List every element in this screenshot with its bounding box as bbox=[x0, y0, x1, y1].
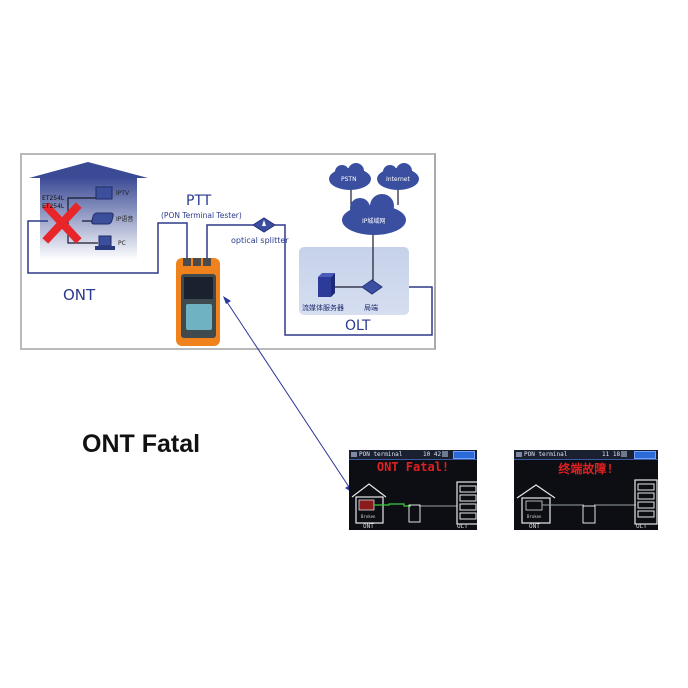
splitter-glyph bbox=[262, 220, 266, 226]
cloud-pstn bbox=[329, 163, 371, 190]
fault-message: 终端故障! bbox=[558, 462, 614, 476]
ptt-title: PTT bbox=[186, 193, 212, 209]
olt-label: OLT bbox=[345, 318, 371, 334]
screen-clock: 10 42 bbox=[423, 451, 442, 458]
tester-screen-chinese: PON terminal 11 18 终端故障! Broken ONT OLT bbox=[514, 450, 658, 530]
phone-icon bbox=[91, 212, 114, 225]
screen-status-bar: PON terminal 10 42 bbox=[349, 450, 477, 460]
switch-label: 局端 bbox=[364, 304, 378, 312]
device-label-iptv: IPTV bbox=[116, 190, 130, 197]
olt-caption: OLT bbox=[636, 523, 647, 530]
cloud-label-internet: Internet bbox=[386, 176, 410, 183]
ont-to-tester-fiber bbox=[27, 220, 188, 274]
ont-caption: ONT bbox=[363, 523, 374, 530]
signal-icon bbox=[621, 451, 627, 457]
pc-icon bbox=[95, 235, 115, 250]
ont-label: ONT bbox=[63, 286, 96, 304]
cloud-internet bbox=[377, 163, 419, 190]
fault-message: ONT Fatal! bbox=[376, 460, 450, 474]
cloud-metro bbox=[342, 194, 406, 235]
page-heading: ONT Fatal bbox=[82, 430, 201, 458]
cloud-label-pstn: PSTN bbox=[341, 176, 357, 183]
server-label: 流媒体服务器 bbox=[302, 304, 344, 312]
app-icon bbox=[516, 452, 522, 457]
modem-label: Broken bbox=[527, 514, 542, 519]
screen-title: PON terminal bbox=[524, 451, 568, 458]
olt-rack-icon bbox=[634, 479, 658, 525]
tv-icon bbox=[95, 186, 113, 200]
ont-house-icon bbox=[516, 484, 556, 499]
screen-title: PON terminal bbox=[359, 451, 403, 458]
ont-model-text: ET254L bbox=[42, 195, 65, 202]
tester-screen bbox=[184, 277, 213, 299]
link-line bbox=[374, 503, 411, 507]
olt-caption: OLT bbox=[457, 523, 468, 530]
battery-icon bbox=[453, 451, 475, 459]
app-icon bbox=[351, 452, 357, 457]
switch-icon bbox=[361, 279, 383, 295]
ont-house-icon bbox=[351, 483, 387, 498]
screen-clock: 11 18 bbox=[602, 451, 621, 458]
device-label-voip: IP语音 bbox=[116, 216, 134, 223]
screen-status-bar: PON terminal 11 18 bbox=[514, 450, 658, 460]
tester-to-splitter-fiber bbox=[206, 224, 253, 262]
device-label-pc: PC bbox=[118, 240, 126, 247]
splitter-label: optical splitter bbox=[231, 236, 289, 245]
red-x-icon bbox=[42, 202, 82, 244]
olt-box bbox=[299, 247, 409, 315]
pon-tester-device bbox=[176, 258, 220, 346]
screen-schematic bbox=[516, 479, 658, 525]
ont-caption: ONT bbox=[529, 523, 540, 530]
ptt-subtitle: (PON Terminal Tester) bbox=[161, 211, 242, 220]
battery-icon bbox=[634, 451, 656, 459]
screen-schematic bbox=[351, 481, 477, 525]
cloud-label-metro: IP城域网 bbox=[362, 218, 386, 225]
modem-label: Broken bbox=[361, 514, 376, 519]
cloud-links bbox=[350, 188, 399, 283]
splitter-to-olt-fiber bbox=[275, 224, 433, 336]
signal-icon bbox=[442, 451, 448, 457]
modem-icon bbox=[525, 500, 543, 511]
tester-screen-english: PON terminal 10 42 ONT Fatal! Broken ONT… bbox=[349, 450, 477, 530]
olt-rack-icon bbox=[456, 481, 477, 525]
ont-model-text-2: ET254L bbox=[42, 203, 65, 210]
broken-modem-icon bbox=[358, 499, 375, 511]
callout-arrow bbox=[223, 296, 353, 493]
tester-icon bbox=[408, 504, 421, 523]
tester-icon bbox=[582, 505, 596, 524]
server-icon bbox=[318, 273, 335, 297]
